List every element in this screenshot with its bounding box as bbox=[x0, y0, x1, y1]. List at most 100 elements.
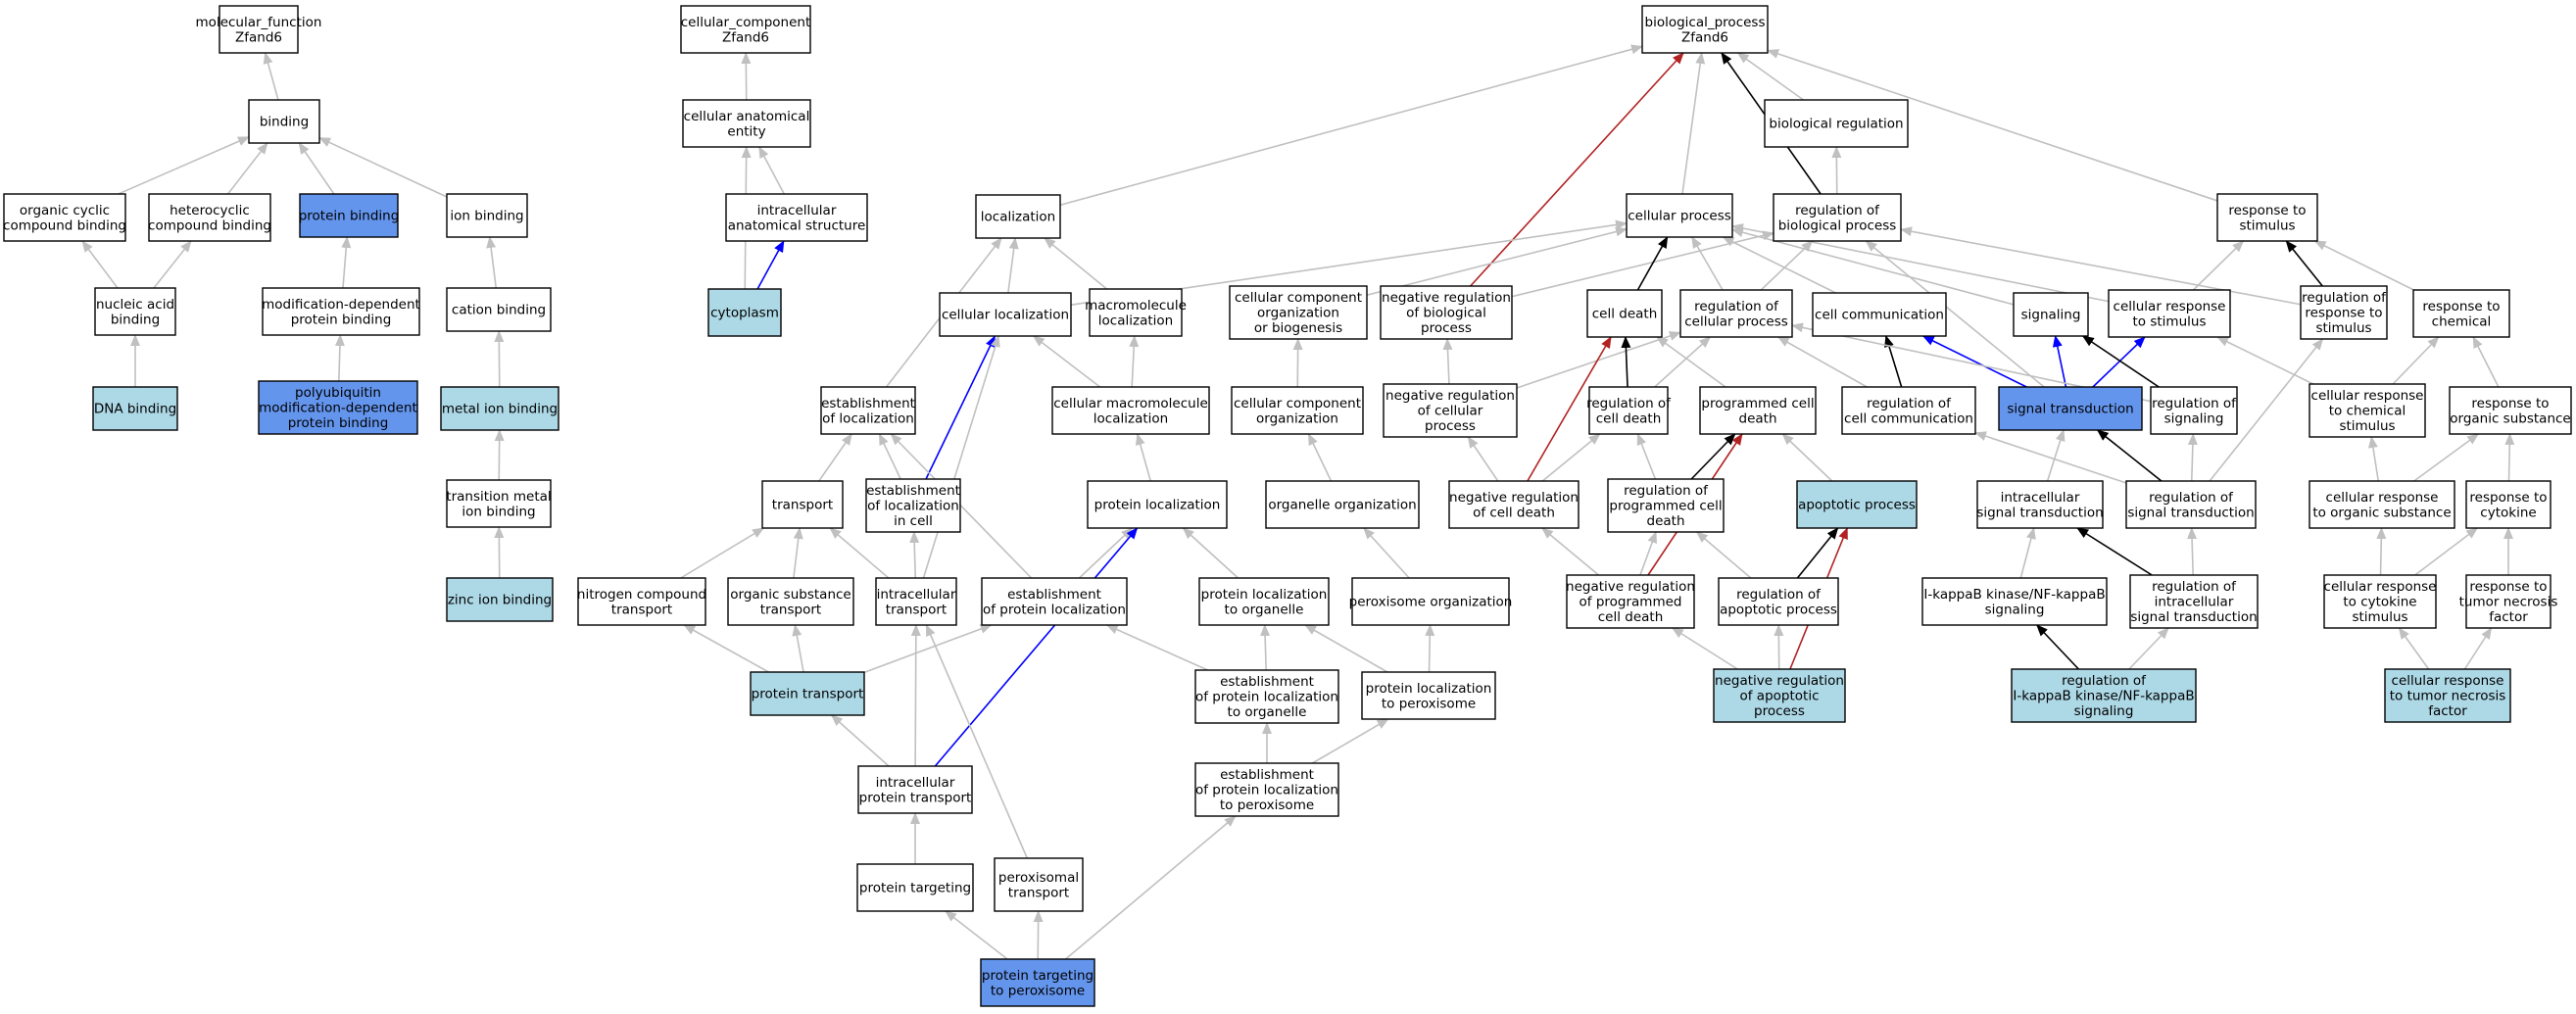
edge-regcc-to-cellcomm bbox=[1884, 335, 1903, 388]
edge-ipt-to-protloc bbox=[934, 527, 1139, 767]
node-label-negregcd-1: of cell death bbox=[1473, 505, 1555, 520]
node-label-crts-0: cellular response bbox=[2114, 299, 2226, 314]
node-box-cellcomm bbox=[1812, 292, 1947, 337]
node-label-rttnf-0: response to bbox=[2469, 579, 2547, 595]
edge-regikb-to-regist bbox=[2128, 627, 2169, 670]
node-cellproc: cellular process bbox=[1626, 193, 1733, 238]
node-label-cc-0: cellular_component bbox=[681, 15, 810, 30]
node-label-cae-1: entity bbox=[727, 123, 765, 139]
node-label-negregap-1: of apoptotic bbox=[1740, 689, 1820, 704]
edge-cae-to-cc bbox=[741, 52, 752, 101]
node-label-macloc-0: macromolecule bbox=[1085, 298, 1187, 314]
node-label-negregpcd-1: of programmed bbox=[1580, 595, 1682, 610]
edge-estlocc-to-estloc bbox=[878, 433, 901, 480]
edge-tmib-to-metb bbox=[494, 429, 505, 481]
node-box-rtos bbox=[2449, 386, 2572, 435]
node-label-regsig-0: regulation of bbox=[2152, 396, 2237, 411]
node-box-regikb bbox=[2011, 668, 2197, 723]
edge-negregbp-to-bp bbox=[1470, 52, 1684, 287]
edge-crcs-to-rtc bbox=[2392, 336, 2440, 385]
node-box-loc bbox=[975, 194, 1061, 239]
node-binding: binding bbox=[248, 99, 320, 144]
node-label-bp-1: Zfand6 bbox=[1681, 29, 1728, 45]
edge-rtc-to-rts bbox=[2313, 240, 2414, 291]
node-polyub: polyubiquitinmodification-dependentprote… bbox=[258, 380, 418, 435]
edge-cellproc-to-bp bbox=[1681, 52, 1706, 195]
edge-st-to-crts bbox=[2092, 336, 2146, 388]
node-label-rttnf-1: tumor necrosis bbox=[2459, 595, 2558, 610]
edge-intra-to-cellloc bbox=[922, 335, 1000, 579]
edge-perorg-to-orgorg bbox=[1363, 527, 1410, 579]
edge-polyub-to-mdpb bbox=[334, 334, 345, 382]
node-dnab: DNA binding bbox=[92, 386, 178, 431]
node-label-regpcd-2: death bbox=[1647, 513, 1685, 529]
node-label-crtcs-2: stimulus bbox=[2352, 609, 2407, 625]
edge-regcd-to-regcp bbox=[1654, 336, 1712, 388]
edge-cml-to-macloc bbox=[1129, 335, 1140, 388]
node-label-polyub-0: polyubiquitin bbox=[295, 385, 381, 401]
node-box-crtcs bbox=[2323, 574, 2437, 629]
node-box-mdpb bbox=[262, 287, 420, 336]
edge-transport-to-estloc bbox=[818, 433, 852, 482]
node-label-estloc-0: establishment bbox=[821, 396, 915, 411]
node-box-ipt bbox=[857, 765, 973, 814]
node-label-ccob-2: or biogenesis bbox=[1254, 320, 1342, 336]
node-label-hcb-0: heterocyclic bbox=[170, 203, 250, 218]
node-label-regcc-1: cell communication bbox=[1844, 410, 1973, 426]
node-box-bioreg bbox=[1764, 99, 1909, 148]
edge-regpcd-to-pcd bbox=[1690, 433, 1736, 480]
edge-regst-to-st bbox=[2096, 429, 2163, 482]
edge-regcp-to-cellproc bbox=[1691, 236, 1724, 291]
node-box-negregpcd bbox=[1566, 574, 1695, 629]
node-label-crcs-2: stimulus bbox=[2339, 418, 2395, 434]
node-label-estpltoorg-0: establishment bbox=[1220, 674, 1314, 690]
node-label-ipt-1: protein transport bbox=[859, 790, 972, 805]
node-box-crtos bbox=[2309, 480, 2455, 529]
node-box-estpltoorg bbox=[1194, 669, 1339, 724]
node-label-regcp-1: cellular process bbox=[1684, 314, 1788, 329]
node-box-catb bbox=[446, 287, 552, 332]
node-box-ikb bbox=[1921, 577, 2108, 626]
node-label-polyub-2: protein binding bbox=[288, 415, 389, 431]
node-box-negregcp bbox=[1383, 383, 1518, 438]
node-label-ist-0: intracellular bbox=[2001, 490, 2080, 506]
node-label-cyto-0: cytoplasm bbox=[710, 306, 779, 321]
node-label-rtc-0: response to bbox=[2422, 299, 2500, 314]
node-label-negregbp-0: negative regulation bbox=[1382, 290, 1511, 306]
edge-pertrans-to-intra bbox=[925, 624, 1029, 859]
edge-regcd-to-celldeath bbox=[1621, 336, 1631, 388]
node-label-pertrans-1: transport bbox=[1008, 885, 1069, 900]
edge-binding-to-mf bbox=[263, 52, 279, 101]
node-label-cellloc-0: cellular localization bbox=[942, 308, 1069, 323]
node-label-pltoper-0: protein localization bbox=[1366, 681, 1492, 697]
node-label-negregcp-2: process bbox=[1425, 418, 1476, 434]
node-box-znb bbox=[446, 577, 554, 622]
node-label-ist-1: signal transduction bbox=[1976, 505, 2103, 520]
node-label-macloc-1: localization bbox=[1098, 313, 1173, 328]
node-label-negregcp-1: of cellular bbox=[1418, 404, 1483, 419]
node-label-orgorg-0: organelle organization bbox=[1268, 498, 1416, 513]
node-box-regist bbox=[2129, 574, 2259, 629]
edge-signaling-to-cellproc bbox=[1731, 227, 2015, 306]
node-label-ptarg-0: protein targeting bbox=[859, 881, 971, 896]
node-label-regcc-0: regulation of bbox=[1867, 396, 1952, 411]
edge-crtcs-to-crtos bbox=[2376, 527, 2387, 576]
node-box-binding bbox=[248, 99, 320, 144]
node-apop: apoptotic process bbox=[1796, 480, 1918, 529]
node-box-rtc bbox=[2412, 289, 2510, 338]
node-ptarg: protein targeting bbox=[856, 863, 974, 912]
node-label-estpltoper-1: of protein localization bbox=[1195, 783, 1338, 798]
node-label-cco-1: organization bbox=[1256, 410, 1338, 426]
node-box-tmib bbox=[446, 479, 552, 528]
node-box-macloc bbox=[1089, 288, 1183, 337]
node-label-rtos-1: organic substance bbox=[2450, 410, 2570, 426]
